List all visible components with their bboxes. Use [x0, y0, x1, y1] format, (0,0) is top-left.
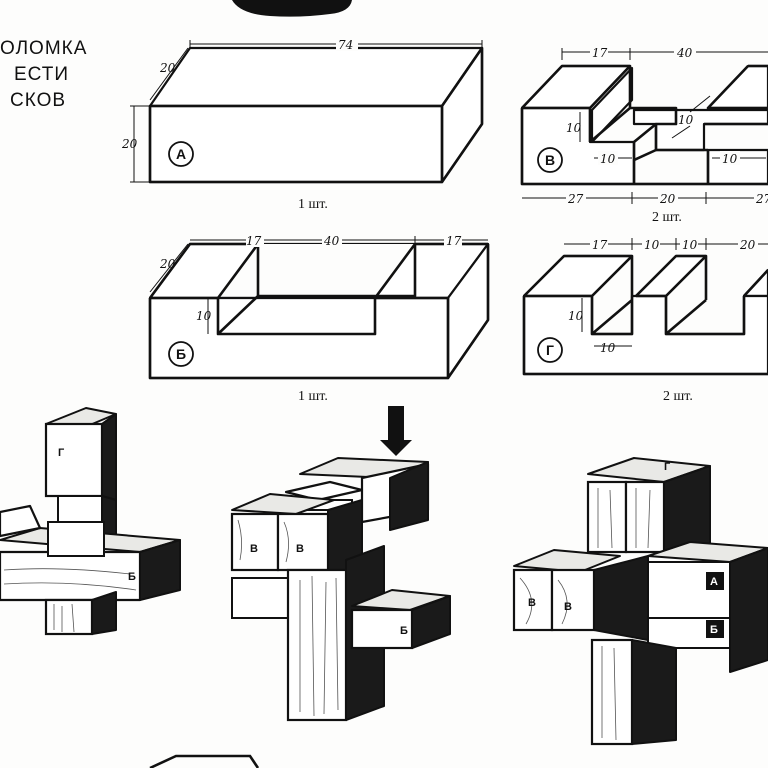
dim-b-mid: 40 — [323, 234, 340, 248]
step3-label-v2: В — [564, 601, 572, 613]
dim-g-bottom: 10 — [600, 341, 616, 355]
part-a-qty: 1 шт. — [298, 197, 328, 212]
title-line-2: ЕСТИ — [14, 64, 69, 85]
dim-b-depth: 20 — [159, 257, 176, 271]
dim-v-top-mid: 40 — [676, 46, 693, 60]
bottom-edge-fragment — [149, 754, 260, 768]
dim-g-height: 10 — [568, 309, 584, 323]
dim-v-notch: 10 — [678, 113, 694, 127]
step2-label-v1: В — [250, 543, 258, 555]
part-a-label: А — [176, 146, 186, 162]
step1-label-g: Г — [58, 447, 65, 459]
dim-v-top-left: 17 — [592, 46, 608, 60]
part-b-qty: 1 шт. — [298, 389, 328, 404]
step2-label-v2: В — [296, 543, 304, 555]
assembly-step-1: Г Б — [0, 407, 181, 636]
title-block: ОЛОМКА ЕСТИ СКОВ — [0, 38, 87, 111]
step2-label-b: Б — [400, 625, 408, 637]
dim-v-bottom-right: 27 — [755, 192, 768, 206]
top-ink-blot — [232, 0, 352, 17]
part-b-drawing: 17 40 17 20 10 Б 1 шт. — [148, 233, 490, 404]
part-g-drawing: 17 10 10 20 10 10 Г 2 шт. — [522, 237, 768, 404]
part-v-label: В — [545, 152, 555, 168]
dim-v-height: 10 — [566, 121, 582, 135]
dim-v-inner-right: 10 — [722, 152, 738, 166]
dim-g-right: 20 — [739, 238, 756, 252]
dim-a-length: 74 — [338, 38, 353, 52]
dim-b-left: 17 — [246, 234, 262, 248]
dim-b-right: 17 — [446, 234, 462, 248]
step3-label-g: Г — [664, 461, 671, 473]
dim-g-n1: 10 — [644, 238, 660, 252]
step3-label-b: Б — [710, 624, 718, 636]
part-b-label: Б — [176, 346, 186, 362]
dim-a-depth: 20 — [159, 61, 176, 75]
dim-v-bottom-mid: 20 — [659, 192, 676, 206]
step3-label-v1: В — [528, 597, 536, 609]
step3-label-a: А — [710, 576, 718, 588]
part-v-drawing: 17 40 10 10 10 10 27 20 27 В 2 шт. — [520, 45, 768, 225]
part-g-label: Г — [546, 342, 554, 358]
assembly-step-2: В В Б — [230, 406, 451, 722]
insert-arrow-icon — [380, 406, 412, 456]
part-a-drawing: 74 20 20 А 1 шт. — [121, 37, 484, 212]
part-g-qty: 2 шт. — [663, 389, 693, 404]
title-line-3: СКОВ — [10, 90, 66, 111]
dim-b-height: 10 — [196, 309, 212, 323]
dim-g-left: 17 — [592, 238, 608, 252]
step1-label-b: Б — [128, 571, 136, 583]
dim-a-height: 20 — [121, 137, 138, 151]
dim-v-inner-left: 10 — [600, 152, 616, 166]
part-v-qty: 2 шт. — [652, 210, 682, 225]
assembly-step-3: Г А Б В В — [512, 457, 768, 746]
dim-g-n2: 10 — [682, 238, 698, 252]
title-line-1: ОЛОМКА — [0, 38, 87, 59]
dim-v-bottom-left: 27 — [567, 192, 584, 206]
